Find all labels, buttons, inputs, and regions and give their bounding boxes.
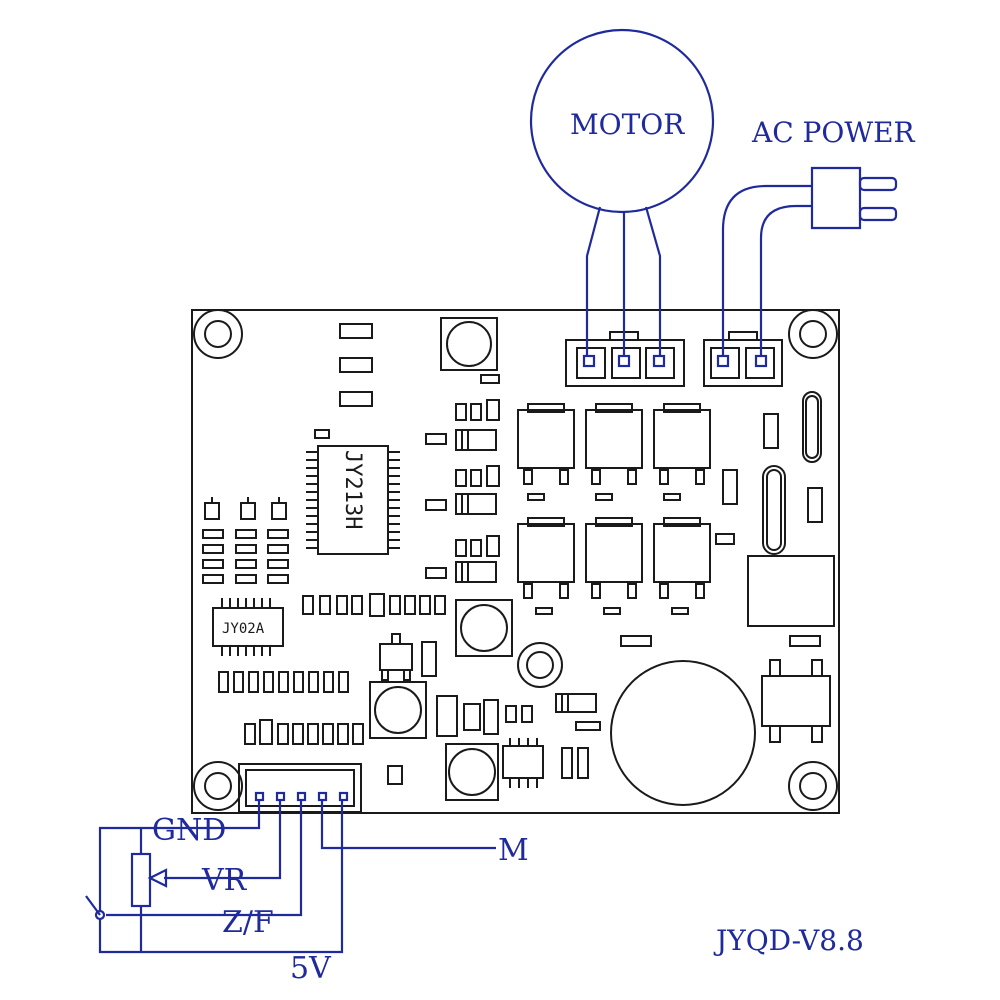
- m-label: M: [498, 833, 529, 868]
- mounting-hole-bottom-right: [788, 761, 838, 811]
- regulator: [379, 633, 437, 681]
- misc-lower-parts: [387, 693, 601, 785]
- large-capacitor: [610, 660, 756, 806]
- motor-label: MOTOR: [570, 108, 685, 141]
- ac-power-label: AC POWER: [751, 116, 916, 149]
- capacitor-lower-left: [369, 681, 427, 739]
- main-chip-label: JY213H: [340, 450, 365, 529]
- capacitor-bottom: [445, 743, 499, 801]
- pcb-board: [191, 309, 840, 814]
- resistor-row-middle: [302, 593, 446, 617]
- diode-column: [425, 399, 500, 583]
- mounting-hole-bottom-left: [193, 761, 243, 811]
- mounting-hole-top-right: [788, 309, 838, 359]
- resistor-row-bottom: [244, 719, 364, 745]
- ac-power-plug: AC POWER: [716, 116, 916, 368]
- resistor-mid: [620, 635, 652, 647]
- 5v-label: 5V: [290, 951, 332, 986]
- mosfet-row-top: [517, 403, 711, 501]
- motor-symbol: MOTOR: [529, 28, 715, 214]
- resistor-row-lower: [218, 671, 349, 693]
- control-wiring: [85, 800, 496, 954]
- gnd-label: GND: [152, 813, 226, 848]
- mounting-hole-top-left: [193, 309, 243, 359]
- zf-label: Z/F: [222, 905, 274, 940]
- small-chip-label: JY02A: [222, 621, 265, 637]
- small-ic: [502, 738, 544, 788]
- main-chip: JY213H: [306, 445, 400, 555]
- capacitor-top: [440, 317, 500, 384]
- header-pins: [254, 791, 349, 802]
- mosfet-row-bottom: [517, 517, 711, 615]
- ac-power-connector: [703, 331, 783, 387]
- vr-label: VR: [201, 863, 248, 898]
- inductor: [517, 642, 563, 688]
- small-transistors: [204, 497, 287, 520]
- model-label: JYQD-V8.8: [713, 924, 864, 957]
- resistor-group-top: [314, 323, 373, 439]
- small-chip: JY02A: [212, 598, 284, 656]
- right-side-parts: [715, 391, 835, 743]
- resistor-arrays-left: [202, 529, 289, 584]
- motor-wires: [582, 206, 666, 368]
- capacitor-mid: [455, 599, 513, 657]
